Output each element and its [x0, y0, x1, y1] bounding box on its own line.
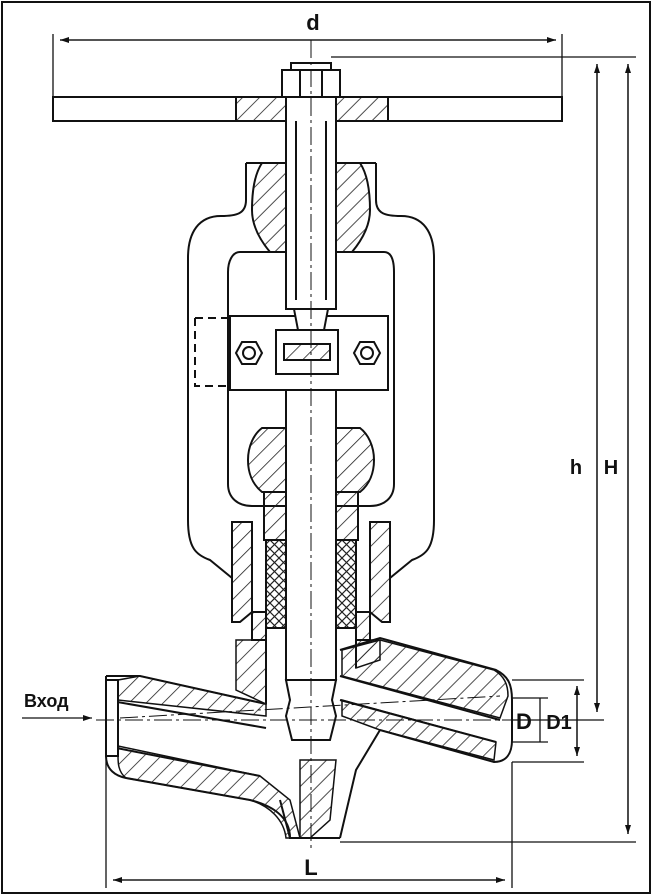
gland-nut: [246, 427, 376, 493]
dimension-label-H: H: [604, 457, 618, 479]
center-lines: [96, 40, 520, 850]
coupling-bolt-right: [352, 341, 382, 365]
dimension-label-D1: D1: [546, 712, 572, 734]
upper-bushing: [250, 162, 372, 253]
body-hatching: [117, 639, 509, 839]
gland-follower: [263, 491, 359, 541]
dimension-label-D: D: [516, 709, 532, 734]
dimension-label-d: d: [306, 10, 319, 35]
dimension-label-h: h: [570, 457, 582, 479]
dimension-label-L: L: [304, 855, 317, 880]
stuffing-box: [231, 521, 391, 641]
dimension-lines: [22, 34, 636, 888]
coupling-bolt-left: [234, 341, 264, 365]
inlet-label: Вход: [24, 691, 69, 711]
